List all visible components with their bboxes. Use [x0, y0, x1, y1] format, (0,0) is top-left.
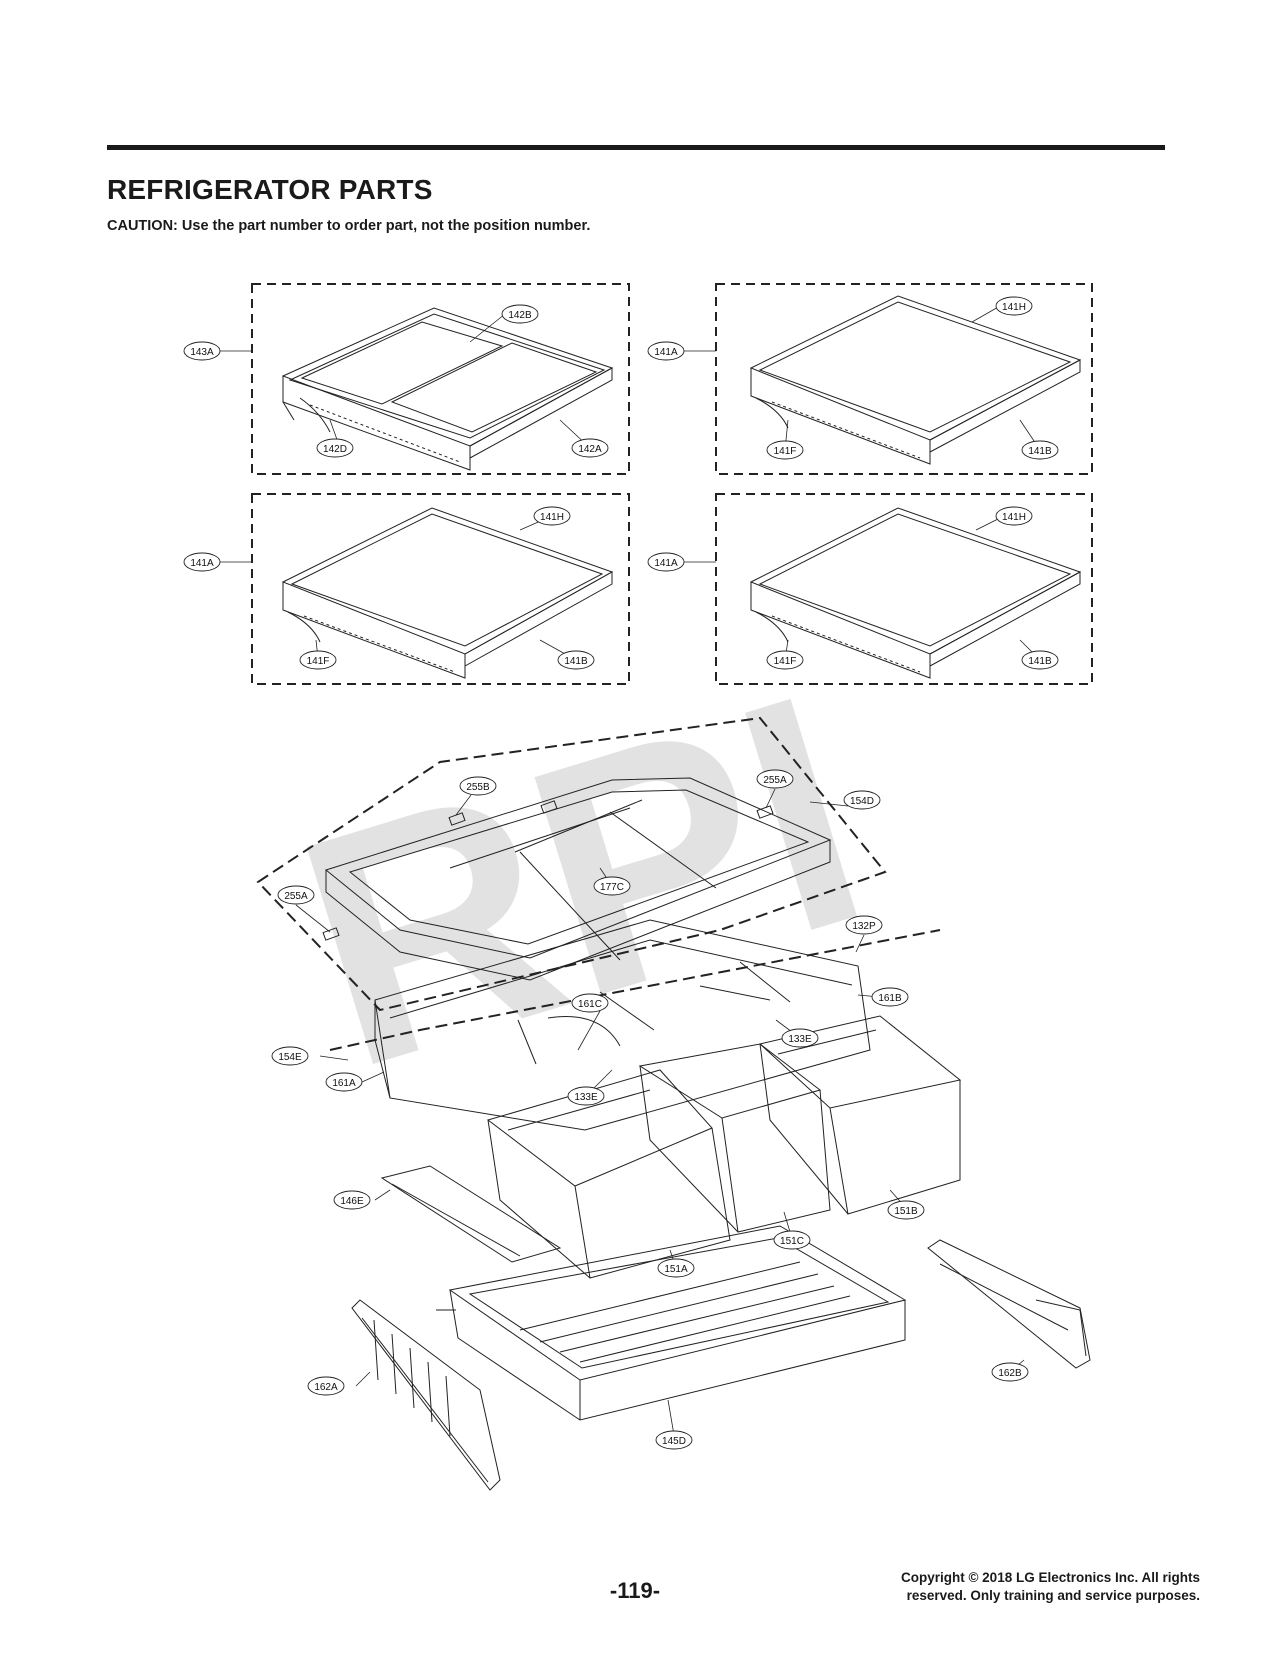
svg-text:141F: 141F: [774, 446, 797, 457]
svg-text:177C: 177C: [600, 882, 624, 893]
copyright-line-2: reserved. Only training and service purp…: [906, 1588, 1200, 1603]
svg-text:255A: 255A: [284, 891, 308, 902]
callout-151b: 151B: [887, 1200, 925, 1220]
callout-141h-2: 141H: [533, 506, 571, 526]
svg-text:142A: 142A: [578, 444, 602, 455]
callout-141h-1: 141H: [995, 296, 1033, 316]
caution-note: CAUTION: Use the part number to order pa…: [107, 218, 591, 234]
callout-142b: 142B: [501, 304, 539, 324]
callout-154d: 154D: [843, 790, 881, 810]
shelf-box-141a-2: [251, 493, 630, 685]
callout-141a-2: 141A: [183, 552, 221, 572]
crisper-frame: [329, 919, 941, 1131]
callout-132p: 132P: [845, 915, 883, 935]
svg-text:154D: 154D: [850, 796, 874, 807]
svg-text:162B: 162B: [998, 1368, 1022, 1379]
svg-text:161C: 161C: [578, 999, 602, 1010]
svg-text:142B: 142B: [508, 310, 532, 321]
watermark: RPI: [265, 624, 899, 1138]
callout-141a-1: 141A: [647, 341, 685, 361]
pantry-drawer-145d: [436, 1225, 907, 1421]
svg-text:143A: 143A: [190, 347, 214, 358]
callout-143a: 143A: [183, 341, 221, 361]
svg-text:255A: 255A: [763, 775, 787, 786]
svg-text:141B: 141B: [1028, 656, 1052, 667]
svg-text:151C: 151C: [780, 1236, 804, 1247]
svg-text:142D: 142D: [323, 444, 347, 455]
copyright-line-1: Copyright © 2018 LG Electronics Inc. All…: [900, 1570, 1200, 1585]
svg-text:133E: 133E: [788, 1034, 812, 1045]
svg-text:132P: 132P: [852, 921, 876, 932]
svg-text:141H: 141H: [1002, 512, 1026, 523]
svg-text:141F: 141F: [774, 656, 797, 667]
shelf-box-141a-3: [715, 493, 1093, 685]
svg-text:255B: 255B: [466, 782, 490, 793]
panel-162b: [927, 1239, 1091, 1369]
callout-255b: 255B: [459, 776, 497, 796]
callout-146e: 146E: [333, 1190, 371, 1210]
callout-142a: 142A: [571, 438, 609, 458]
svg-text:151A: 151A: [664, 1264, 688, 1275]
callout-145d: 145D: [655, 1430, 693, 1450]
svg-text:145D: 145D: [662, 1436, 686, 1447]
svg-text:141A: 141A: [654, 347, 678, 358]
slide-rail-146e: [380, 1165, 562, 1263]
svg-text:141B: 141B: [564, 656, 588, 667]
callout-133e-1: 133E: [781, 1028, 819, 1048]
callout-151c: 151C: [773, 1230, 811, 1250]
callout-141a-3: 141A: [647, 552, 685, 572]
svg-text:141A: 141A: [654, 558, 678, 569]
copyright-notice: Copyright © 2018 LG Electronics Inc. All…: [901, 1569, 1200, 1605]
crisper-drawer-151a: [486, 1069, 731, 1279]
svg-text:162A: 162A: [314, 1382, 338, 1393]
header-rule: [107, 145, 1165, 150]
callout-141b-2: 141B: [557, 650, 595, 670]
svg-text:141B: 141B: [1028, 446, 1052, 457]
callout-142d: 142D: [316, 438, 354, 458]
callout-141f-3: 141F: [766, 650, 804, 670]
svg-text:161A: 161A: [332, 1078, 356, 1089]
callout-141f-2: 141F: [299, 650, 337, 670]
callout-161a: 161A: [325, 1072, 363, 1092]
callout-151a: 151A: [657, 1258, 695, 1278]
svg-text:141A: 141A: [190, 558, 214, 569]
callout-161c: 161C: [571, 993, 609, 1013]
callout-154e: 154E: [271, 1046, 309, 1066]
svg-text:141H: 141H: [540, 512, 564, 523]
panel-162a: [351, 1299, 501, 1491]
shelf-box-141a-1: [715, 283, 1093, 475]
svg-text:133E: 133E: [574, 1092, 598, 1103]
callout-162b: 162B: [991, 1362, 1029, 1382]
callout-141f-1: 141F: [766, 440, 804, 460]
svg-text:151B: 151B: [894, 1206, 918, 1217]
callout-141h-3: 141H: [995, 506, 1033, 526]
crisper-drawer-151c: [638, 1043, 831, 1233]
crisper-drawer-151b: [758, 1015, 962, 1215]
callout-161b: 161B: [871, 987, 909, 1007]
page-title: REFRIGERATOR PARTS: [107, 174, 433, 205]
svg-text:161B: 161B: [878, 993, 902, 1004]
shelf-box-143a: [251, 283, 630, 475]
callout-133e-2: 133E: [567, 1086, 605, 1106]
page-number: -119-: [609, 1578, 661, 1603]
callout-141b-1: 141B: [1021, 440, 1059, 460]
svg-text:141H: 141H: [1002, 302, 1026, 313]
svg-text:141F: 141F: [307, 656, 330, 667]
svg-text:154E: 154E: [278, 1052, 302, 1063]
crisper-cover-group: [256, 716, 887, 1012]
callout-255a-1: 255A: [756, 769, 794, 789]
callout-162a: 162A: [307, 1376, 345, 1396]
callout-141b-3: 141B: [1021, 650, 1059, 670]
callout-255a-2: 255A: [277, 885, 315, 905]
svg-text:146E: 146E: [340, 1196, 364, 1207]
callout-177c: 177C: [593, 876, 631, 896]
